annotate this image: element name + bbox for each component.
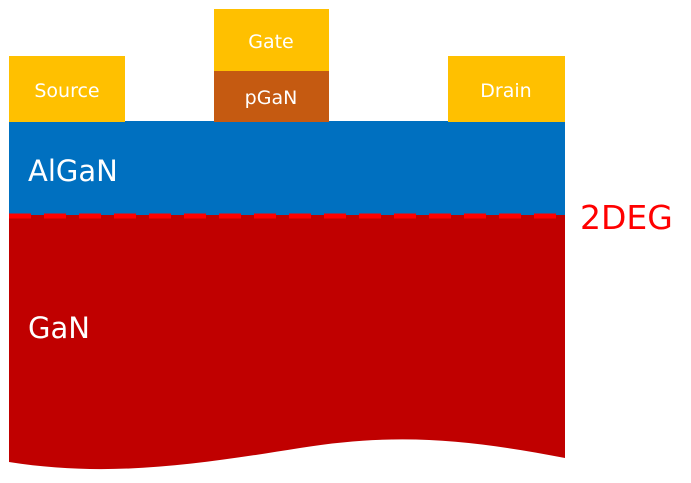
twodeg-label: 2DEG [580, 198, 673, 237]
gan-label: GaN [28, 311, 90, 345]
algan-layer [9, 121, 565, 215]
gate-label: Gate [248, 31, 294, 53]
drain-label: Drain [480, 80, 531, 102]
gan-layer [9, 214, 565, 470]
source-label: Source [34, 80, 99, 102]
pgan-label: pGaN [245, 87, 298, 109]
gate-contact [214, 9, 329, 71]
pgan-layer [214, 70, 329, 122]
source-contact [9, 56, 125, 122]
algan-label: AlGaN [28, 154, 118, 188]
drain-contact [448, 56, 565, 122]
